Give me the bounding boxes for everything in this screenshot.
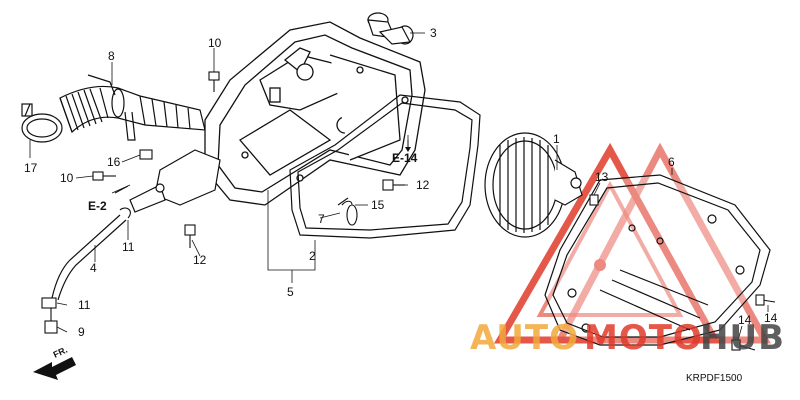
part-label-1: 1 <box>553 132 560 146</box>
connector-block <box>129 149 221 213</box>
part-label-10-left: 10 <box>60 171 74 185</box>
clamp-17-part <box>21 103 63 143</box>
part-label-10-top: 10 <box>208 36 222 50</box>
drain-tube-part <box>51 214 127 301</box>
part-label-6: 6 <box>668 155 675 169</box>
front-direction-indicator: FR. <box>33 345 76 380</box>
part-label-2: 2 <box>309 249 316 263</box>
watermark-text-hub: HUB <box>700 318 785 358</box>
part-label-8: 8 <box>108 49 115 63</box>
leader-lines <box>29 32 769 341</box>
part-label-12-left: 12 <box>193 253 207 267</box>
part-label-17: 17 <box>24 161 38 175</box>
ref-arrow-e2 <box>114 185 129 194</box>
intake-duct-part <box>59 74 206 141</box>
part-label-9: 9 <box>78 325 85 339</box>
air-cleaner-housing <box>204 21 426 206</box>
part-label-13: 13 <box>595 170 609 184</box>
fasteners <box>41 71 776 351</box>
ref-label-e2: E-2 <box>88 199 107 213</box>
part-label-14-right: 14 <box>764 311 778 325</box>
part-label-3: 3 <box>430 26 437 40</box>
front-direction-label: FR. <box>52 345 69 360</box>
part-label-4: 4 <box>90 261 97 275</box>
cap-part <box>367 12 414 45</box>
cover-gasket-part <box>289 94 481 239</box>
part-labels: 8 10 3 1 6 17 10 16 11 12 12 13 15 7 2 5… <box>24 26 778 339</box>
part-label-15: 15 <box>371 198 385 212</box>
ref-label-e14: E-14 <box>392 151 418 165</box>
part-label-12-right: 12 <box>416 178 430 192</box>
housing-cover-part <box>544 174 771 346</box>
part-label-14-left: 14 <box>738 313 752 327</box>
part-label-7: 7 <box>318 212 325 226</box>
drawing-code: KRPDF1500 <box>686 373 743 384</box>
watermark-text-moto: MOTO <box>584 318 703 358</box>
filter-element-part <box>484 132 583 238</box>
ref-arrowhead-e14 <box>405 147 411 152</box>
part-label-16: 16 <box>107 155 121 169</box>
reference-labels: E-14 E-2 <box>88 140 418 213</box>
front-arrow-icon <box>33 357 76 380</box>
part-label-11-bottom: 11 <box>78 298 91 312</box>
part-label-11-mid: 11 <box>122 240 135 254</box>
watermark-logo <box>493 142 771 344</box>
part-label-5: 5 <box>287 285 294 299</box>
watermark-text: AUTO MOTO HUB <box>470 318 785 358</box>
watermark-text-auto: AUTO <box>470 318 579 358</box>
